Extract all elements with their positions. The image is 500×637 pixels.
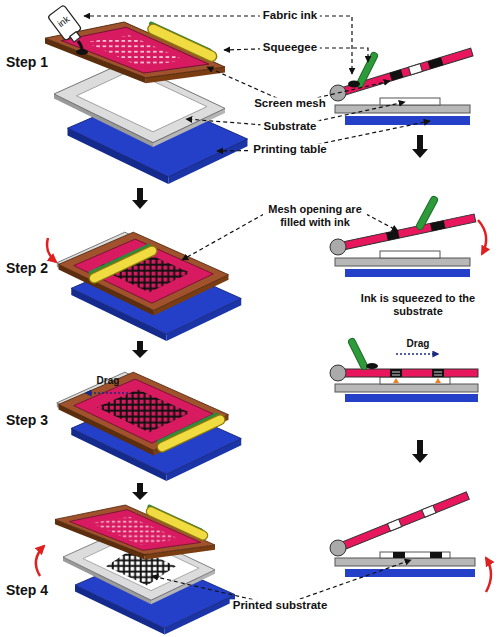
screen-frame bbox=[55, 505, 215, 559]
step2-scene bbox=[57, 232, 241, 341]
base-plate bbox=[335, 384, 478, 392]
squeegee-blade bbox=[94, 251, 152, 278]
squeegee-side-view bbox=[352, 342, 364, 366]
screen-side-view bbox=[337, 48, 473, 97]
table-side-view bbox=[345, 116, 470, 125]
step4-side-view bbox=[330, 492, 475, 577]
leader-line bbox=[366, 214, 398, 231]
screen-side-view bbox=[337, 492, 470, 552]
bottle-label: ink bbox=[56, 14, 72, 30]
substrate-side-view bbox=[380, 98, 440, 105]
squeegee-blade bbox=[94, 251, 152, 278]
squeegee-side-view bbox=[420, 200, 434, 226]
squeegee-blade bbox=[153, 29, 212, 56]
direction-label: Drag bbox=[407, 338, 430, 350]
ink-blob bbox=[366, 363, 378, 369]
screen-frame bbox=[59, 232, 229, 315]
base-plate bbox=[335, 105, 470, 113]
callout-note: Ink is squeezed to the substrate bbox=[345, 292, 491, 317]
ink-transfer-arrow bbox=[393, 378, 441, 383]
squeegee-blade bbox=[162, 420, 220, 447]
part-label: Fabric ink bbox=[260, 9, 320, 22]
stencil-segment bbox=[389, 70, 403, 81]
direction-label: Drag bbox=[97, 375, 120, 387]
hinge bbox=[330, 540, 346, 556]
squeegee-blade bbox=[151, 511, 203, 535]
screen-frame bbox=[59, 372, 229, 455]
table-side-view bbox=[345, 569, 475, 577]
part-label: Screen mesh bbox=[251, 97, 329, 110]
substrate-side-view bbox=[380, 377, 450, 384]
drag-arrow bbox=[396, 353, 438, 355]
ink-blob bbox=[348, 81, 360, 88]
squeegee-side-view bbox=[352, 342, 364, 366]
part-label: Squeegee bbox=[260, 41, 320, 54]
callout-note: Mesh opening are filled with ink bbox=[263, 203, 367, 228]
step1-scene bbox=[45, 22, 248, 184]
lower-arrow bbox=[478, 220, 486, 254]
squeegee-blade bbox=[162, 420, 220, 447]
down-arrow bbox=[132, 341, 148, 358]
substrate-side-view bbox=[380, 251, 440, 258]
step-label: Step 4 bbox=[6, 582, 48, 598]
ink-segment bbox=[390, 369, 402, 377]
ink-segment bbox=[386, 230, 399, 240]
substrate-side-view bbox=[380, 552, 450, 558]
lift-arrow bbox=[36, 546, 44, 576]
part-label: Printing table bbox=[250, 143, 329, 156]
squeegee-side-view bbox=[420, 200, 434, 226]
printed-ink bbox=[393, 552, 405, 558]
down-arrow bbox=[412, 440, 428, 463]
part-label: Printed substrate bbox=[230, 599, 331, 612]
squeegee-side-view bbox=[360, 56, 374, 84]
ink-pool bbox=[76, 49, 88, 55]
open-segment bbox=[409, 64, 423, 75]
down-arrow bbox=[132, 483, 148, 500]
open-segment bbox=[387, 519, 401, 531]
table-side-view bbox=[345, 394, 478, 402]
table-side-view bbox=[345, 269, 470, 277]
leader-line bbox=[182, 214, 264, 260]
screen-side-view bbox=[338, 369, 478, 377]
hinge bbox=[330, 239, 346, 255]
drag-arrow bbox=[86, 392, 128, 394]
base-plate bbox=[335, 558, 475, 566]
squeegee-blade bbox=[153, 29, 212, 56]
squeegee-side-view bbox=[360, 56, 374, 84]
stencil-segment bbox=[428, 57, 444, 69]
down-arrow bbox=[132, 188, 148, 209]
ink-segment bbox=[432, 369, 444, 377]
step3-side-view bbox=[330, 342, 478, 402]
part-label: Substrate bbox=[260, 120, 319, 133]
step3-scene bbox=[57, 372, 241, 481]
lift-arrow bbox=[486, 558, 491, 592]
filled-mesh bbox=[97, 389, 191, 432]
down-arrow bbox=[412, 135, 428, 158]
bottle-neck bbox=[70, 32, 81, 42]
ink-segment bbox=[430, 220, 445, 231]
step4-scene bbox=[55, 505, 235, 635]
step-label: Step 2 bbox=[6, 260, 48, 276]
open-segment bbox=[422, 505, 436, 517]
motion-arrows bbox=[36, 220, 491, 592]
base-plate bbox=[335, 258, 470, 266]
printed-ink bbox=[430, 552, 442, 558]
squeegee-blade bbox=[151, 511, 203, 535]
ink-bottle bbox=[48, 5, 88, 55]
lower-arrow bbox=[47, 238, 56, 262]
hinge bbox=[330, 365, 346, 381]
ink-hatch bbox=[392, 372, 442, 375]
step-label: Step 1 bbox=[6, 54, 48, 70]
ink-stream bbox=[78, 41, 82, 50]
step-label: Step 3 bbox=[6, 412, 48, 428]
